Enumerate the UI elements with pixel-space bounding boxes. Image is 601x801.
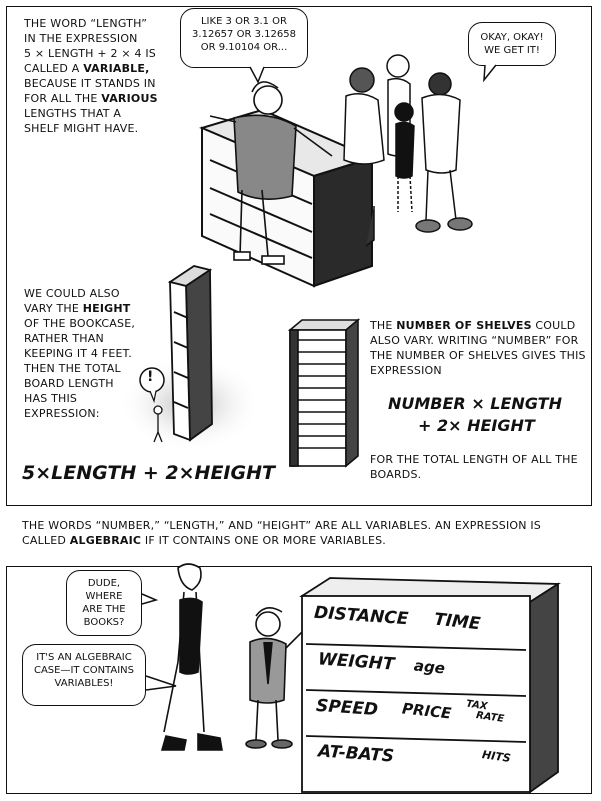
tiny-person: [153, 405, 163, 443]
panel2-expression: 5×LENGTH + 2×HEIGHT: [22, 462, 275, 484]
various-term: VARIOUS: [101, 92, 158, 105]
tall-bookcase: [118, 265, 262, 452]
tall-dude: [160, 563, 223, 751]
speech-bubble-dude: DUDE, WHERE ARE THE BOOKS?: [66, 570, 142, 636]
panel3-expression-line2: + 2× HEIGHT: [418, 416, 535, 435]
exclamation-mark: !: [147, 369, 154, 385]
panel3-caption: THE NUMBER OF SHELVES COULD ALSO VARY. W…: [370, 319, 586, 377]
speech-bubble-examples: LIKE 3 OR 3.1 OR 3.12657 OR 3.12658 OR 9…: [180, 8, 308, 68]
height-term: HEIGHT: [82, 302, 131, 315]
variable-term: VARIABLE,: [83, 62, 150, 75]
bubble-okay-text: OKAY, OKAY! WE GET IT!: [480, 32, 544, 56]
bubble-dude-text: DUDE, WHERE ARE THE BOOKS?: [82, 578, 126, 628]
panel3-caption-after: FOR THE TOTAL LENGTH OF ALL THE BOARDS.: [370, 453, 578, 481]
panel3-expression-line1: NUMBER × LENGTH: [388, 394, 562, 413]
panel4-caption: THE WORDS “NUMBER,” “LENGTH,” AND “HEIGH…: [22, 519, 541, 547]
algebraic-bookcase: [299, 577, 561, 794]
onlookers-group: [343, 54, 473, 247]
bubble-tail-examples: [249, 66, 265, 84]
bubble-tail-case: [145, 675, 177, 691]
many-shelf-bookcase: [287, 318, 361, 468]
speech-bubble-algebraic-case: IT'S AN ALGEBRAIC CASE—IT CONTAINS VARIA…: [22, 644, 146, 706]
speech-bubble-okay: OKAY, OKAY! WE GET IT!: [468, 22, 556, 66]
algebraic-term: ALGEBRAIC: [69, 534, 142, 547]
short-professor: [245, 607, 305, 749]
bubble-tail-dude: [141, 593, 159, 605]
bubble-tail-okay: [483, 64, 497, 83]
exclamation-bubble: [139, 367, 165, 404]
number-of-shelves-term: NUMBER OF SHELVES: [396, 319, 532, 332]
bubble-case-text: IT'S AN ALGEBRAIC CASE—IT CONTAINS VARIA…: [33, 652, 134, 689]
panel2-caption: WE COULD ALSO VARY THE HEIGHT OF THE BOO…: [24, 287, 136, 420]
panel-bottom-border: [6, 566, 592, 794]
panel1-caption: THE WORD “LENGTH” IN THE EXPRESSION 5 × …: [24, 17, 158, 135]
man-character: [209, 81, 333, 265]
panel-top-border: [6, 6, 592, 506]
bubble-examples-text: LIKE 3 OR 3.1 OR 3.12657 OR 3.12658 OR 9…: [192, 16, 296, 53]
